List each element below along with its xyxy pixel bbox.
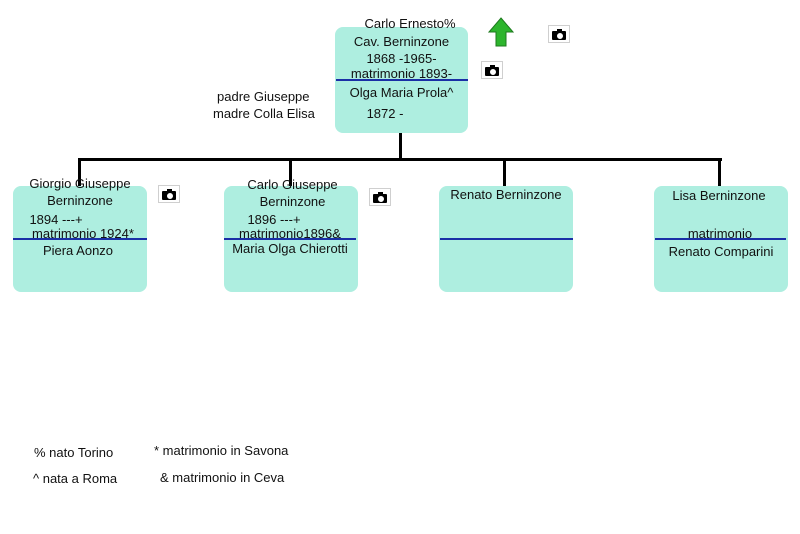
camera-icon[interactable] <box>369 188 391 206</box>
child3-name: Renato Berninzone <box>450 187 562 202</box>
child4-connector <box>718 158 721 188</box>
child3-divider <box>440 238 573 240</box>
camera-icon[interactable] <box>481 61 503 79</box>
root-marriage: matrimonio 1893- <box>350 66 453 81</box>
root-spouse: Olga Maria Prola^ <box>349 85 454 100</box>
father-label: padre Giuseppe <box>217 89 310 104</box>
child1-dates: 1894 ---+ <box>29 212 83 227</box>
child4-divider <box>655 238 786 240</box>
child2-spouse: Maria Olga Chierotti <box>232 241 348 256</box>
child1-name-line2: Berninzone <box>47 193 113 208</box>
child4-spouse: Renato Comparini <box>668 244 774 259</box>
child1-marriage: matrimonio 1924* <box>32 226 134 241</box>
child2-connector <box>289 158 292 188</box>
legend-born-rome: ^ nata a Roma <box>33 471 118 486</box>
legend-born-turin: % nato Torino <box>34 445 114 460</box>
root-name-line2: Cav. Berninzone <box>353 34 450 49</box>
child1-name-line1: Giorgio Giuseppe <box>29 176 131 191</box>
sibling-bar <box>78 158 722 161</box>
child2-marriage: matrimonio1896& <box>239 226 341 241</box>
child4-marriage: matrimonio <box>687 226 753 241</box>
child2-dates: 1896 ---+ <box>247 212 301 227</box>
child3-connector <box>503 158 506 188</box>
root-name-line1: Carlo Ernesto% <box>364 16 456 31</box>
child1-divider <box>13 238 147 240</box>
root-connector <box>399 132 402 160</box>
legend-married-ceva: & matrimonio in Ceva <box>160 470 285 485</box>
child4-name: Lisa Berninzone <box>672 188 766 203</box>
green-up-arrow-icon[interactable] <box>487 17 515 47</box>
camera-icon[interactable] <box>158 185 180 203</box>
mother-label: madre Colla Elisa <box>213 106 315 121</box>
child1-spouse: Piera Aonzo <box>42 243 114 258</box>
child1-connector <box>78 158 81 188</box>
camera-icon[interactable] <box>548 25 570 43</box>
child2-name-line1: Carlo Giuseppe <box>247 177 338 192</box>
child2-divider <box>224 238 356 240</box>
root-spouse-years: 1872 - <box>366 106 404 121</box>
legend-married-savona: * matrimonio in Savona <box>154 443 289 458</box>
root-dates: 1868 -1965- <box>366 51 437 66</box>
child2-name-line2: Berninzone <box>259 194 326 209</box>
root-divider <box>336 79 468 81</box>
